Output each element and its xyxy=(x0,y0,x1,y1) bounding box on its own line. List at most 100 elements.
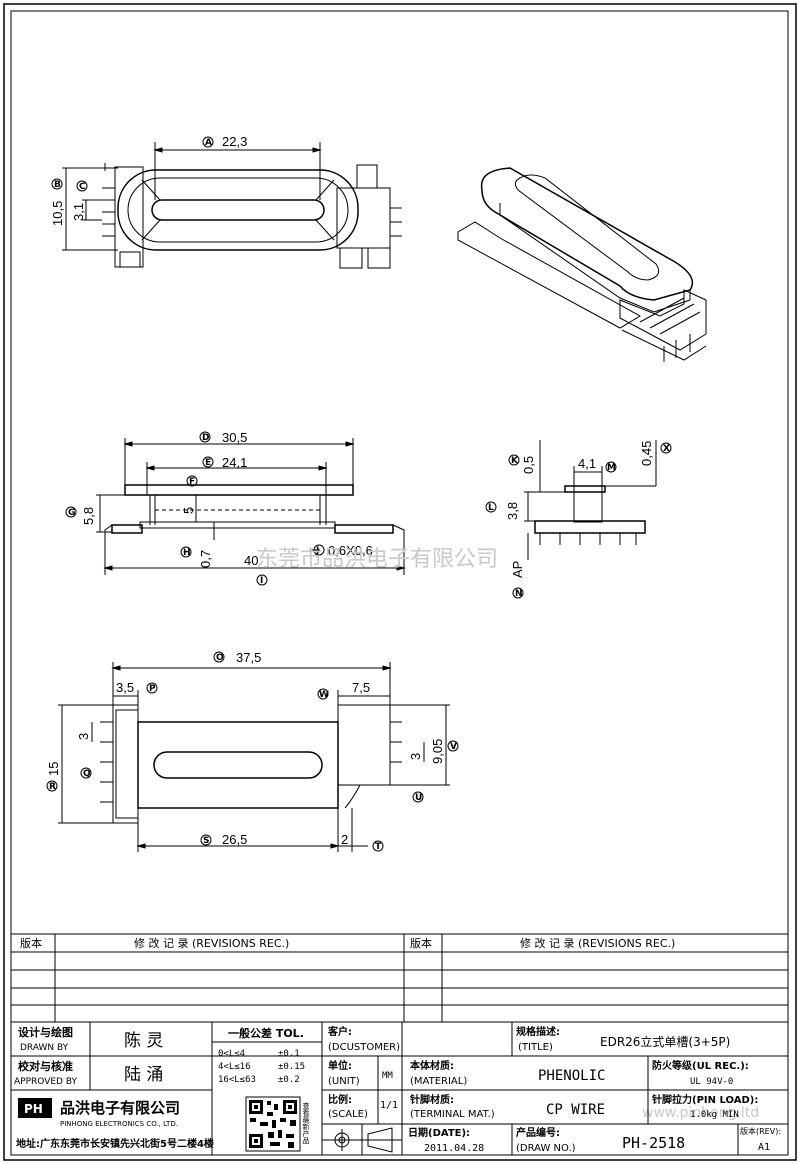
watermark-cn: 东莞市品洪电子有限公司 xyxy=(256,547,498,572)
bottom-view-labels: O 37,5 3,5 P W 7,5 R 15 3 Q S 26,5 2 T V… xyxy=(46,650,459,852)
unit-value: MM xyxy=(382,1071,393,1081)
circle-S: S xyxy=(203,836,209,846)
circle-M: M xyxy=(607,463,616,473)
product-title: EDR26立式单槽(3+5P) xyxy=(600,1034,730,1049)
customer-label: 客户: xyxy=(327,1025,352,1038)
dim-T: 2 xyxy=(341,832,348,847)
rev-ver-label-right: 版本 xyxy=(410,936,432,950)
circle-Q: Q xyxy=(83,769,91,779)
tol-range-0: 0<L≤4 xyxy=(218,1049,245,1059)
dim-O: 37,5 xyxy=(236,650,261,665)
dim-P: 3,5 xyxy=(116,680,134,695)
dim-I: 40 xyxy=(244,553,258,568)
side-view-labels: K 0,5 4,1 M 0,45 X L 3,8 AP N xyxy=(485,441,672,599)
qr-code-icon xyxy=(245,1096,301,1152)
dim-E: 24,1 xyxy=(222,455,247,470)
dim-X: 0,45 xyxy=(639,441,654,466)
dim-A: 22,3 xyxy=(222,134,247,149)
terminal-label-en: (TERMINAL MAT.) xyxy=(410,1109,495,1120)
scale-value: 1/1 xyxy=(380,1100,398,1111)
tol-range-2: 16<L≤63 xyxy=(218,1075,256,1085)
company-logo-text: PH xyxy=(24,1102,43,1116)
dim-G: 5,8 xyxy=(81,507,96,525)
isometric-view xyxy=(457,167,707,362)
terminal-label: 针脚材质: xyxy=(410,1093,454,1106)
designer-label-en: DRAWN BY xyxy=(20,1043,69,1053)
circle-E: E xyxy=(205,458,211,468)
checker-name: 陆 涌 xyxy=(124,1065,163,1085)
scale-label-en: (SCALE) xyxy=(328,1109,368,1120)
designer-label: 设计与绘图 xyxy=(18,1025,73,1039)
terminal-value: CP WIRE xyxy=(546,1102,605,1118)
date-value: 2011.04.28 xyxy=(424,1143,484,1154)
projection-symbol-icon xyxy=(330,1127,393,1153)
circle-K: K xyxy=(511,456,519,466)
pinload-label: 针脚拉力(PIN LOAD): xyxy=(652,1093,758,1106)
company-address: 地址:广东东莞市长安镇先兴北街5号二楼4楼 xyxy=(16,1137,214,1150)
circle-W: W xyxy=(319,690,329,700)
circle-T: T xyxy=(375,842,382,852)
drawno-label: 产品编号: xyxy=(516,1126,560,1139)
circle-N: N xyxy=(515,589,523,599)
checker-label: 校对与核准 xyxy=(18,1059,73,1073)
rev-rec-label-left: 修 改 记 录 (REVISIONS REC.) xyxy=(134,936,289,950)
dim-C: 3,1 xyxy=(71,203,86,221)
top-view xyxy=(62,142,402,269)
revisions-table xyxy=(10,933,789,1023)
qr-caption: 查看最新产品 xyxy=(302,1101,310,1145)
side-view xyxy=(524,440,657,560)
customer-label-en: (DCUSTOMER) xyxy=(328,1042,400,1053)
checker-label-en: APPROVED BY xyxy=(14,1077,78,1087)
material-label: 本体材质: xyxy=(410,1059,454,1072)
dim-V: 9,05 xyxy=(430,739,445,764)
tol-range-1: 4<L≤16 xyxy=(218,1062,251,1072)
circle-G: G xyxy=(68,508,75,518)
dim-Q: 3 xyxy=(76,733,91,740)
dim-L: 3,8 xyxy=(505,502,520,520)
dim-S: 26,5 xyxy=(222,832,247,847)
material-label-en: (MATERIAL) xyxy=(410,1076,467,1087)
fire-label: 防火等级(UL REC.): xyxy=(652,1059,749,1072)
dim-B: 10,5 xyxy=(50,201,65,226)
circle-X: X xyxy=(663,444,670,454)
circle-I: I xyxy=(260,576,263,586)
dim-W: 7,5 xyxy=(352,680,370,695)
dim-J: 0,6X0,6 xyxy=(328,543,373,558)
circle-A: A xyxy=(205,138,212,148)
rev-value: A1 xyxy=(758,1142,770,1153)
circle-D: D xyxy=(202,433,209,443)
designer-name: 陈 灵 xyxy=(124,1031,163,1051)
title-label-en: (TITLE) xyxy=(518,1042,553,1053)
tol-val-0: ±0.1 xyxy=(278,1049,300,1059)
circle-P: P xyxy=(149,684,156,694)
watermark-en: www.pinhong.ltd xyxy=(642,1105,759,1121)
circle-V: V xyxy=(450,742,457,752)
dim-R: 15 xyxy=(46,762,61,776)
dim-M: 4,1 xyxy=(578,456,596,471)
fire-value: UL 94V-0 xyxy=(690,1077,733,1087)
top-view-labels: A 22,3 B 10,5 C 3,1 xyxy=(50,134,247,226)
front-view-labels: D 30,5 E 24,1 F 5 G 5,8 H 0,7 40 I J 0,6… xyxy=(65,430,373,586)
dim-F5: 5 xyxy=(181,507,196,514)
circle-O: O xyxy=(216,653,224,663)
dim-H: 0,7 xyxy=(198,550,213,568)
rev-rec-label-right: 修 改 记 录 (REVISIONS REC.) xyxy=(520,936,675,950)
dim-U: 3 xyxy=(408,753,423,760)
rev-label: 版本(REV): xyxy=(740,1126,781,1136)
bottom-view xyxy=(58,662,450,852)
circle-L: L xyxy=(488,503,494,513)
dim-K: 0,5 xyxy=(521,456,536,474)
material-value: PHENOLIC xyxy=(538,1068,605,1084)
circle-C: C xyxy=(79,182,86,192)
tolerance-title: 一般公差 TOL. xyxy=(228,1026,304,1040)
circle-J: J xyxy=(315,546,319,556)
circle-B: B xyxy=(54,180,61,190)
company-name: 品洪电子有限公司 xyxy=(60,1099,180,1117)
rev-ver-label-left: 版本 xyxy=(20,936,42,950)
front-view xyxy=(96,438,406,575)
date-label: 日期(DATE): xyxy=(408,1126,470,1139)
drawno-value: PH-2518 xyxy=(622,1134,685,1152)
scale-label: 比例: xyxy=(328,1093,352,1106)
circle-R: R xyxy=(49,782,56,792)
